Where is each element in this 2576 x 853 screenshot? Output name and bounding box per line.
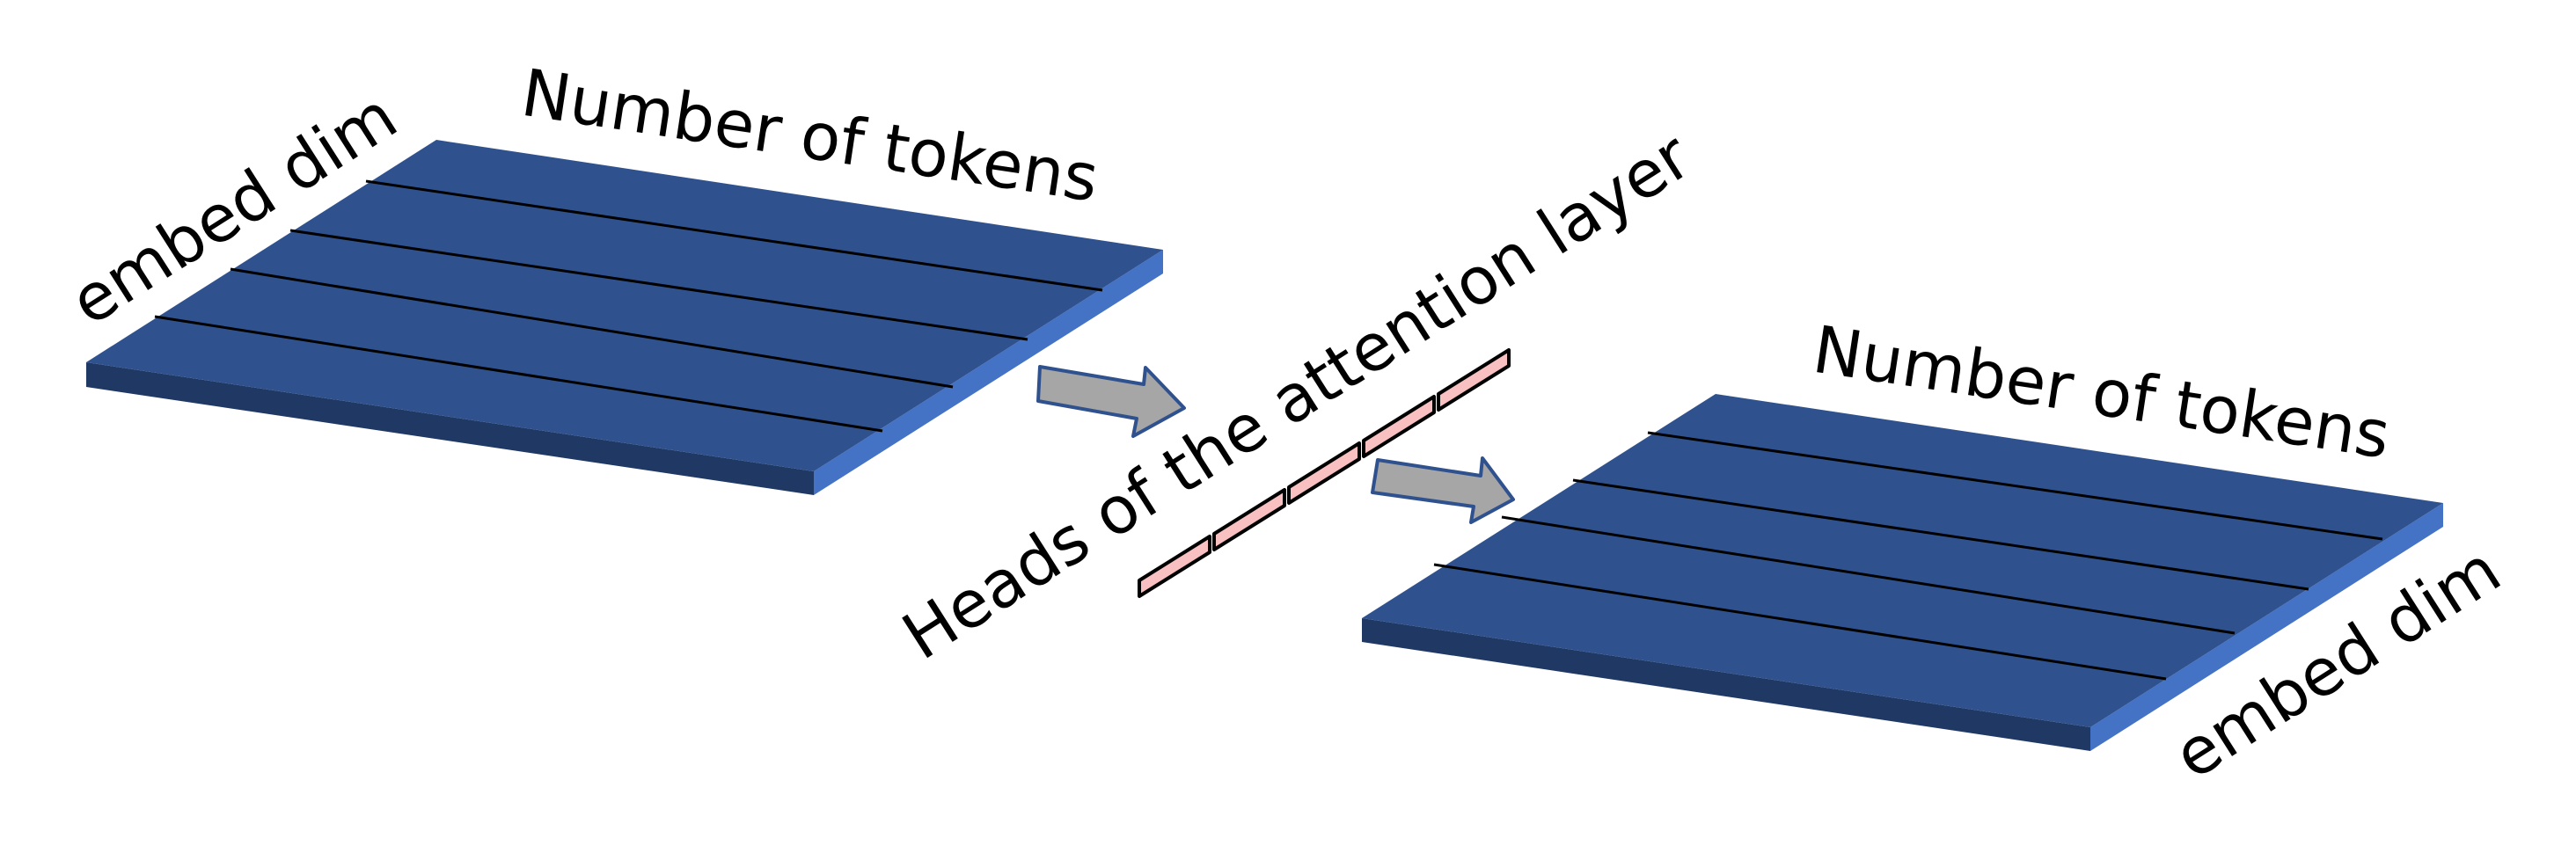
left-slab-top-face <box>86 140 1163 471</box>
attention-head-block <box>1138 535 1211 598</box>
attention-head-block <box>1212 488 1286 551</box>
arrow-right-icon <box>1371 456 1515 524</box>
left-row-divider <box>154 315 883 433</box>
left-slab-front-face <box>86 362 814 495</box>
left-row-divider <box>365 179 1103 292</box>
attention-head-block <box>1362 395 1436 458</box>
arrow-right-icon <box>1036 365 1186 438</box>
right-slab-side-face <box>2090 503 2443 751</box>
right-slab-front-face <box>1362 618 2090 751</box>
right-row-divider <box>1647 431 2383 541</box>
left-row-divider <box>230 267 954 389</box>
right-row-divider <box>1501 515 2236 635</box>
right-row-divider <box>1572 478 2309 591</box>
attention-heads-group <box>1138 348 1511 598</box>
attention-head-block <box>1287 441 1361 505</box>
left-token-matrix-slab <box>86 140 1163 495</box>
right-row-divider <box>1433 563 2167 681</box>
left-slab-side-face <box>814 250 1163 495</box>
left-row-divider <box>289 229 1028 341</box>
right-token-matrix-slab <box>1362 394 2443 751</box>
attention-head-block <box>1437 348 1511 412</box>
right-slab-top-face <box>1362 394 2443 727</box>
